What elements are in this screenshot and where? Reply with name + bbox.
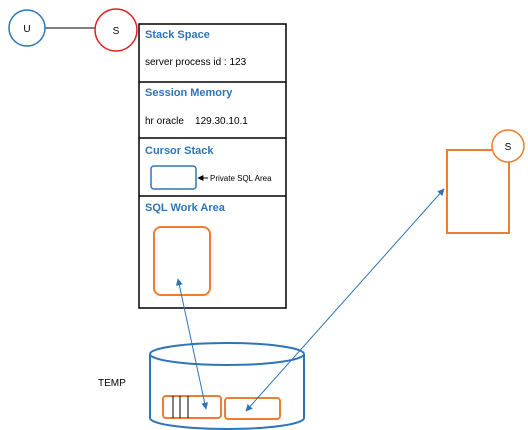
cursor-stack-title: Cursor Stack: [145, 145, 214, 157]
sql-work-area-title: SQL Work Area: [145, 202, 226, 214]
remote-temp-arrow: [245, 188, 445, 412]
stack-space-title: Stack Space: [145, 29, 210, 41]
pga-box: Stack Space server process id : 123 Sess…: [138, 23, 287, 309]
temp-segment-left: [162, 395, 222, 419]
private-sql-area-box: [150, 165, 197, 190]
remote-server-label: S: [505, 142, 512, 153]
server-process-label: S: [113, 26, 120, 37]
private-sql-area-label: Private SQL Area: [210, 174, 272, 183]
session-memory-title: Session Memory: [145, 87, 233, 99]
temp-label: TEMP: [98, 378, 126, 389]
temp-segment-right: [224, 397, 281, 420]
server-process-node: S: [94, 8, 138, 52]
remote-server-process: S: [446, 129, 525, 234]
user-node: U: [8, 9, 46, 47]
stack-space-text: server process id : 123: [145, 57, 247, 68]
sql-work-area-box: [153, 226, 211, 296]
temp-tablespace-cylinder: [149, 342, 305, 430]
user-node-label: U: [23, 24, 30, 35]
session-memory-text: hr oracle 129.30.10.1: [145, 116, 248, 127]
work-area-temp-arrow: [175, 278, 209, 410]
